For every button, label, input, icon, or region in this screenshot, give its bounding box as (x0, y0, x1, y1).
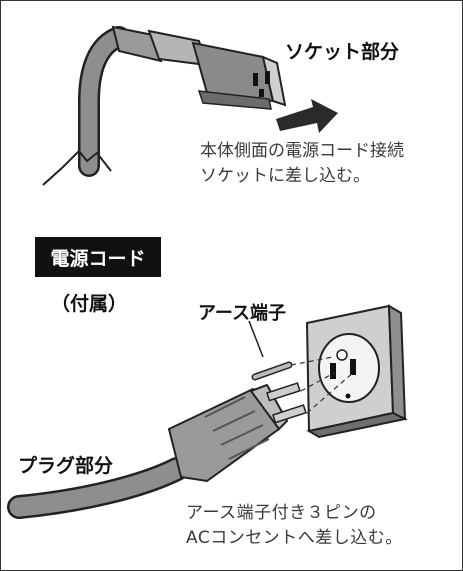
plug-part-label: プラグ部分 (18, 455, 114, 477)
power-cord-badge: 電源コード (35, 237, 161, 277)
outlet-description-line-1: アース端子付き３ピンの (186, 503, 377, 523)
included-note: （付属） (51, 293, 128, 315)
socket-description-line-2: ソケットに差し込む。 (200, 166, 370, 186)
power-cord-socket-icon (42, 25, 287, 186)
outlet-description-line-2: ACコンセントへ差し込む。 (186, 528, 403, 548)
wall-outlet-icon (305, 304, 409, 439)
three-pin-plug-icon (7, 356, 356, 519)
insert-arrow-icon (276, 99, 338, 133)
socket-description: 本体側面の電源コード接続 ソケットに差し込む。 (200, 139, 404, 189)
outlet-description: アース端子付き３ピンの ACコンセントへ差し込む。 (186, 501, 403, 551)
socket-part-label: ソケット部分 (285, 41, 400, 63)
earth-terminal-leader-line (248, 320, 264, 358)
earth-terminal-label: アース端子 (198, 303, 287, 324)
socket-description-line-1: 本体側面の電源コード接続 (200, 141, 404, 161)
